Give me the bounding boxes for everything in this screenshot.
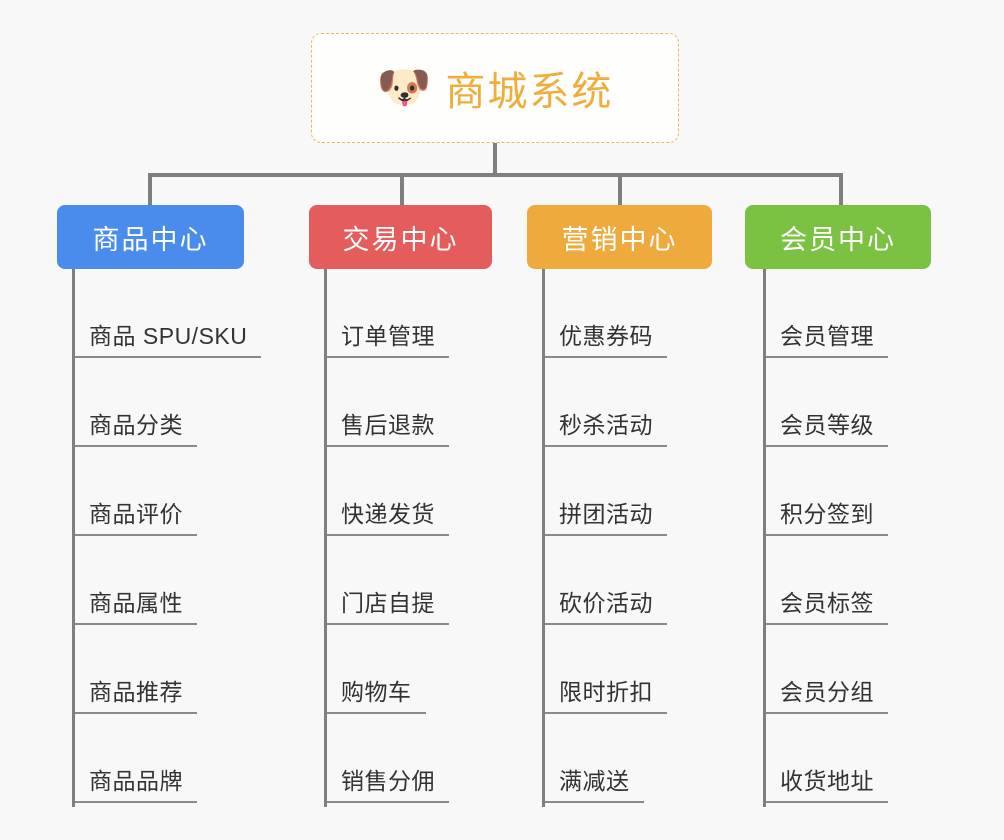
connector-drop-3 bbox=[618, 173, 622, 205]
column-header-3[interactable]: 营销中心 bbox=[527, 205, 712, 269]
column-1: 商品中心商品 SPU/SKU 商品分类商品评价商品属性商品推荐商品品牌 bbox=[57, 205, 262, 807]
leaf-item[interactable]: 商品推荐 bbox=[75, 625, 244, 714]
leaf-item[interactable]: 售后退款 bbox=[327, 358, 492, 447]
leaf-item-label: 拼团活动 bbox=[545, 495, 667, 536]
connector-drop-4 bbox=[839, 173, 843, 205]
column-header-4[interactable]: 会员中心 bbox=[745, 205, 931, 269]
column-trunk-3 bbox=[542, 269, 545, 807]
leaf-item-label: 收货地址 bbox=[766, 762, 888, 803]
leaf-item[interactable]: 积分签到 bbox=[766, 447, 931, 536]
column-3: 营销中心优惠券码秒杀活动拼团活动砍价活动限时折扣满减送 bbox=[527, 205, 712, 807]
leaf-item-label: 订单管理 bbox=[327, 317, 449, 358]
column-trunk-1 bbox=[72, 269, 75, 807]
leaf-item-label: 砍价活动 bbox=[545, 584, 667, 625]
root-node[interactable]: 🐶 商城系统 bbox=[311, 33, 679, 143]
leaf-item-label: 满减送 bbox=[545, 762, 644, 803]
column-header-label: 商品中心 bbox=[92, 224, 209, 255]
column-header-label: 会员中心 bbox=[780, 224, 896, 255]
leaf-item[interactable]: 快递发货 bbox=[327, 447, 492, 536]
leaf-item[interactable]: 满减送 bbox=[545, 714, 712, 803]
leaf-item[interactable]: 商品评价 bbox=[75, 447, 244, 536]
leaf-item[interactable]: 会员标签 bbox=[766, 536, 931, 625]
leaf-list-1: 商品 SPU/SKU 商品分类商品评价商品属性商品推荐商品品牌 bbox=[57, 269, 262, 803]
dog-face-icon: 🐶 bbox=[376, 63, 432, 112]
leaf-item-label: 秒杀活动 bbox=[545, 406, 667, 447]
column-header-2[interactable]: 交易中心 bbox=[309, 205, 492, 269]
leaf-item[interactable]: 拼团活动 bbox=[545, 447, 712, 536]
leaf-item[interactable]: 会员管理 bbox=[766, 269, 931, 358]
leaf-item[interactable]: 订单管理 bbox=[327, 269, 492, 358]
column-2: 交易中心订单管理售后退款快递发货门店自提购物车销售分佣 bbox=[309, 205, 492, 807]
leaf-item[interactable]: 商品品牌 bbox=[75, 714, 244, 803]
connector-drop-2 bbox=[400, 173, 404, 205]
leaf-list-3: 优惠券码秒杀活动拼团活动砍价活动限时折扣满减送 bbox=[527, 269, 712, 803]
column-header-1[interactable]: 商品中心 bbox=[57, 205, 244, 269]
leaf-item-label: 购物车 bbox=[327, 673, 426, 714]
leaf-item[interactable]: 会员分组 bbox=[766, 625, 931, 714]
leaf-item-label: 商品评价 bbox=[75, 495, 197, 536]
leaf-item-label: 会员管理 bbox=[766, 317, 888, 358]
leaf-item[interactable]: 商品分类 bbox=[75, 358, 244, 447]
leaf-item-label: 门店自提 bbox=[327, 584, 449, 625]
leaf-item[interactable]: 限时折扣 bbox=[545, 625, 712, 714]
leaf-list-4: 会员管理会员等级积分签到会员标签会员分组收货地址 bbox=[745, 269, 931, 803]
leaf-item[interactable]: 收货地址 bbox=[766, 714, 931, 803]
leaf-item[interactable]: 销售分佣 bbox=[327, 714, 492, 803]
leaf-item[interactable]: 优惠券码 bbox=[545, 269, 712, 358]
leaf-item[interactable]: 秒杀活动 bbox=[545, 358, 712, 447]
column-header-label: 交易中心 bbox=[342, 224, 459, 255]
leaf-item[interactable]: 会员等级 bbox=[766, 358, 931, 447]
leaf-item-label: 会员标签 bbox=[766, 584, 888, 625]
column-header-label: 营销中心 bbox=[561, 224, 678, 255]
column-trunk-2 bbox=[324, 269, 327, 807]
leaf-item-label: 商品分类 bbox=[75, 406, 197, 447]
connector-horizontal-bar bbox=[149, 173, 840, 177]
leaf-list-2: 订单管理售后退款快递发货门店自提购物车销售分佣 bbox=[309, 269, 492, 803]
connector-drop-1 bbox=[148, 173, 152, 205]
column-trunk-4 bbox=[763, 269, 766, 807]
leaf-item-label: 售后退款 bbox=[327, 406, 449, 447]
leaf-item-label: 商品品牌 bbox=[75, 762, 197, 803]
leaf-item-label: 积分签到 bbox=[766, 495, 888, 536]
root-title: 商城系统 bbox=[445, 70, 614, 114]
leaf-item-label: 优惠券码 bbox=[545, 317, 667, 358]
column-4: 会员中心会员管理会员等级积分签到会员标签会员分组收货地址 bbox=[745, 205, 931, 807]
leaf-item-label: 商品 SPU/SKU bbox=[75, 317, 262, 358]
leaf-item-label: 会员等级 bbox=[766, 406, 888, 447]
leaf-item-label: 商品属性 bbox=[75, 584, 197, 625]
leaf-item[interactable]: 门店自提 bbox=[327, 536, 492, 625]
leaf-item-label: 会员分组 bbox=[766, 673, 888, 714]
leaf-item-label: 快递发货 bbox=[327, 495, 449, 536]
leaf-item[interactable]: 商品 SPU/SKU bbox=[75, 269, 262, 358]
connector-root-stem bbox=[493, 143, 497, 176]
leaf-item-label: 限时折扣 bbox=[545, 673, 667, 714]
leaf-item[interactable]: 购物车 bbox=[327, 625, 492, 714]
leaf-item-label: 销售分佣 bbox=[327, 762, 449, 803]
leaf-item[interactable]: 商品属性 bbox=[75, 536, 244, 625]
leaf-item[interactable]: 砍价活动 bbox=[545, 536, 712, 625]
leaf-item-label: 商品推荐 bbox=[75, 673, 197, 714]
